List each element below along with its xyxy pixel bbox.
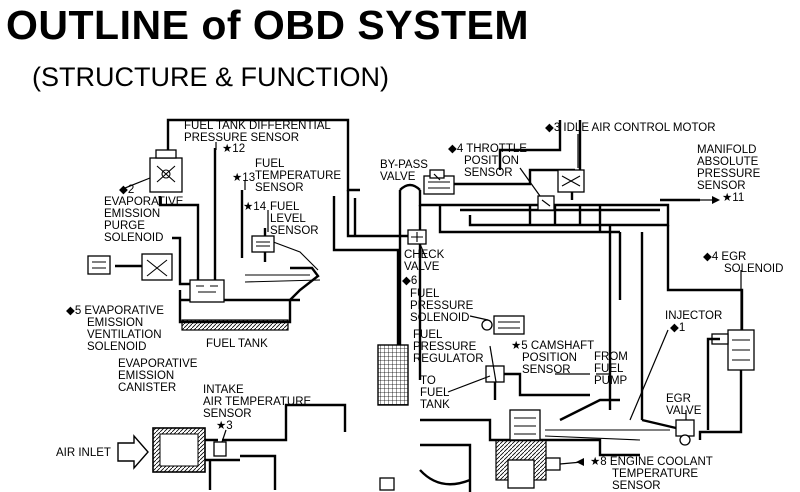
canister-label-2: EMISSION [118, 370, 174, 382]
coolant-sensor-label: ★8 ENGINE COOLANT [590, 456, 713, 468]
map-sensor-label: MANIFOLD [697, 144, 756, 156]
iac-motor-label: ◆3 IDLE AIR CONTROL MOTOR [545, 122, 716, 134]
component-labels: FUEL TANK DIFFERENTIAL PRESSURE SENSOR ★… [56, 120, 783, 492]
intake-air-temp-label-2: AIR TEMPERATURE [203, 396, 312, 408]
egr-valve-icon [641, 418, 695, 446]
canister-label: EVAPORATIVE [118, 358, 198, 370]
vent-solenoid-icon [87, 253, 173, 281]
fuel-pressure-solenoid-label: FUEL [410, 288, 440, 300]
fuel-temp-sensor-num: ★13 [232, 172, 255, 184]
throttle-sensor-label-2: POSITION [464, 155, 519, 167]
throttle-position-sensor-icon [537, 195, 555, 211]
fuel-pressure-regulator-label: FUEL [413, 329, 443, 341]
from-fuel-pump-label-2: FUEL [594, 363, 624, 375]
camshaft-sensor-label-2: POSITION [522, 352, 577, 364]
bypass-valve-label-2: VALVE [380, 171, 416, 183]
injector-num: ◆1 [670, 322, 685, 334]
intake-air-temp-label: INTAKE [203, 384, 244, 396]
air-inlet-arrow-icon [117, 434, 149, 470]
map-sensor-label-2: ABSOLUTE [697, 156, 759, 168]
to-fuel-tank-label-3: TANK [420, 399, 450, 411]
page-subtitle: (STRUCTURE & FUNCTION) [32, 62, 389, 92]
intake-resonator [377, 344, 409, 406]
air-inlet-label: AIR INLET [56, 447, 111, 459]
fuel-level-sensor-num: ★14 [243, 201, 267, 213]
fuel-tank-diff-sensor-label: FUEL TANK DIFFERENTIAL [184, 120, 331, 132]
purge-solenoid-label-4: SOLENOID [104, 232, 163, 244]
from-fuel-pump-label: FROM [594, 351, 628, 363]
fuel-pressure-solenoid-icon [481, 315, 525, 335]
intake-plenum [398, 120, 744, 420]
intake-air-temp-num: ★3 [216, 420, 233, 432]
egr-solenoid-label: ◆4 EGR [703, 251, 746, 263]
fuel-level-sensor-label: FUEL [270, 201, 300, 213]
egr-valve-label-2: VALVE [666, 405, 702, 417]
check-valve-label: CHECK [404, 249, 445, 261]
egr-solenoid-icon [711, 329, 755, 371]
coolant-sensor-label-2: TEMPERATURE [612, 468, 698, 480]
page-title: OUTLINE of OBD SYSTEM [6, 2, 529, 48]
intake-air-temp-sensor-icon [213, 441, 227, 457]
camshaft-sensor-label: ★5 CAMSHAFT [511, 340, 594, 352]
check-valve-label-2: VALVE [404, 261, 440, 273]
fuel-tank-diff-sensor-num: ★12 [222, 143, 245, 155]
injector-leader [629, 329, 669, 421]
fuel-pressure-regulator-label-3: REGULATOR [413, 353, 484, 365]
vent-solenoid-label-4: SOLENOID [87, 341, 146, 353]
throttle-sensor-label-3: SENSOR [464, 167, 513, 179]
fuel-tank-diff-sensor-label-2: PRESSURE SENSOR [184, 132, 299, 144]
fuel-temp-sensor-label: FUEL [255, 158, 285, 170]
vent-solenoid-label-2: EMISSION [87, 317, 143, 329]
map-arrow-icon [712, 196, 720, 204]
fuel-tank-pressure-sensor-icon [251, 235, 275, 253]
bypass-valve-label: BY-PASS [380, 159, 428, 171]
fuel-pressure-solenoid-label-3: SOLENOID [410, 312, 469, 324]
check-valve-icon [407, 229, 427, 245]
fuel-pressure-regulator-label-2: PRESSURE [413, 341, 477, 353]
fuel-level-sensor-label-3: SENSOR [270, 225, 319, 237]
fuel-tank-label: FUEL TANK [206, 338, 268, 350]
fuel-pressure-solenoid-label-2: PRESSURE [410, 300, 474, 312]
canister-label-3: CANISTER [118, 382, 176, 394]
fuel-temp-sensor-label-3: SENSOR [255, 182, 304, 194]
to-fuel-tank-label: TO [420, 375, 436, 387]
coolant-sensor-label-3: SENSOR [612, 480, 661, 492]
map-sensor-label-4: SENSOR [697, 180, 746, 192]
idle-air-control-motor-icon [557, 169, 585, 193]
camshaft-sensor-label-3: SENSOR [522, 364, 571, 376]
from-fuel-pump-label-3: PUMP [594, 375, 628, 387]
purge-solenoid-label-2: EMISSION [104, 208, 160, 220]
to-fuel-tank-label-2: FUEL [420, 387, 450, 399]
vent-solenoid-label: ◆5 EVAPORATIVE [66, 305, 164, 317]
egr-solenoid-label-2: SOLENOID [724, 263, 783, 275]
throttle-sensor-label: ◆4 THROTTLE [448, 143, 527, 155]
fuel-level-sensor-label-2: LEVEL [270, 213, 306, 225]
vent-solenoid-label-3: VENTILATION [87, 329, 162, 341]
engine-block [379, 398, 670, 492]
coolant-arrow-icon [576, 458, 584, 466]
egr-valve-label: EGR [666, 393, 691, 405]
purge-solenoid-num: ◆2 [119, 184, 134, 196]
evaporative-emission-canister [189, 279, 225, 303]
map-sensor-num: ★11 [722, 192, 744, 204]
fuel-pressure-solenoid-num: ◆6 [402, 275, 417, 287]
purge-solenoid-label: EVAPORATIVE [104, 196, 184, 208]
injector-label: INJECTOR [665, 310, 722, 322]
intake-air-temp-label-3: SENSOR [203, 408, 252, 420]
fuel-temp-sensor-label-2: TEMPERATURE [255, 170, 341, 182]
purge-solenoid-label-3: PURGE [104, 220, 145, 232]
bypass-valve-icon [423, 169, 455, 195]
map-sensor-label-3: PRESSURE [697, 168, 761, 180]
vapor-hoses [115, 118, 408, 490]
purge-solenoid-icon [149, 149, 183, 193]
